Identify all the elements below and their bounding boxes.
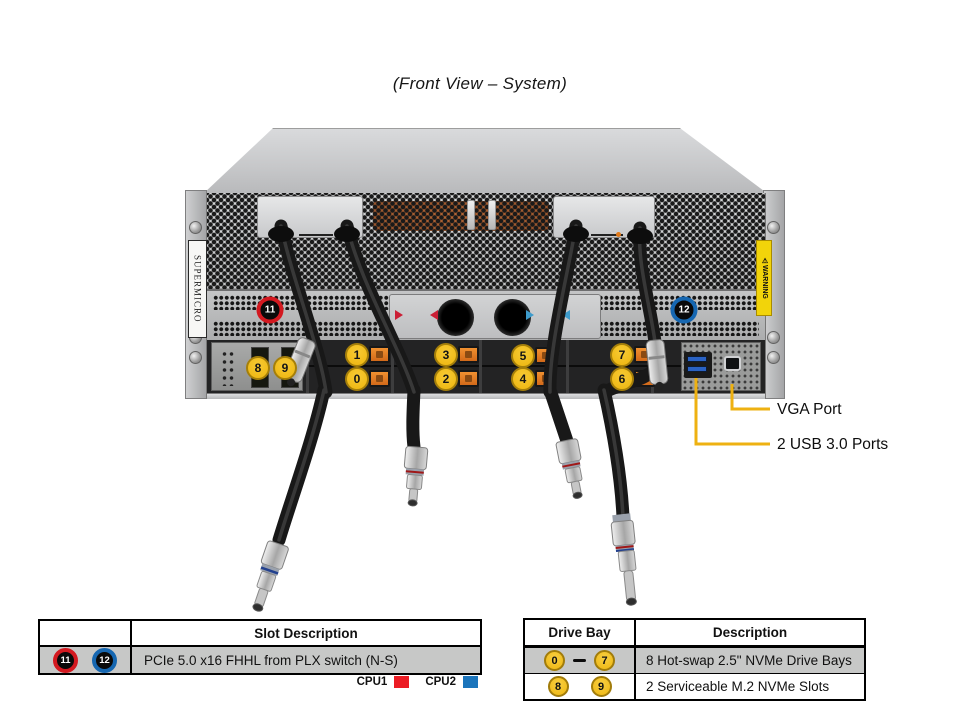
screw-icon [767,221,780,234]
drive-tray-latch [369,370,390,387]
slot-description-table: Slot Description 11 12 PCIe 5.0 x16 FHHL … [38,619,482,675]
status-leds [221,350,235,386]
screw-icon [767,351,780,364]
bay-divider [391,340,394,393]
vga-port [724,356,741,371]
quick-disconnect-coupling [610,513,637,606]
slot-table-header-row: Slot Description [40,621,480,647]
tray-divider [303,365,681,367]
drive-tray-latch [369,346,390,363]
bay-badge-4: 4 [511,367,535,391]
blue-arrow-icon [562,310,570,320]
warning-sticker: ⚠WARNING [756,240,772,316]
bay-divider [306,340,309,393]
fan-opening [437,299,474,336]
bay-badge-7: 7 [610,343,634,367]
quick-disconnect-coupling [555,438,583,499]
screw-icon [189,351,202,364]
legend-label: CPU1 [356,676,388,688]
blue-arrow-icon [526,310,534,320]
fan-module [389,294,601,339]
drive-tray-latch [458,346,479,363]
slot-table-empty-header [40,621,130,645]
latch-tab [467,200,475,230]
usb-port [687,366,707,372]
bay-badge-2: 2 [434,367,458,391]
legend-label: CPU2 [425,676,456,688]
cooling-module-left [257,196,363,238]
bay-badge-8: 8 [246,356,270,380]
airflow-arrow [299,234,333,236]
figure-title: (Front View – System) [392,74,568,93]
drive-table-description: 8 Hot-swap 2.5" NVMe Drive Bays [634,648,864,673]
chassis-bottom-rail [207,393,765,399]
vga-port-label: VGA Port [777,401,842,418]
legend-swatch [394,676,410,688]
table-slot-badge-11: 11 [53,647,78,673]
cpu-legend: CPU1 CPU2 [38,676,478,688]
drive-bay-header: Drive Bay [548,625,611,640]
description-header: Description [634,620,864,645]
bay-badge-3: 3 [434,343,458,367]
drive-tray-latch [634,346,655,363]
drive-table-header-row: Drive Bay Description [525,620,864,648]
drive-tray-latch [535,370,556,387]
bay-badge-0: 0 [345,367,369,391]
drive-tray-latch [458,370,479,387]
slot-badge-12: 12 [670,296,698,324]
drive-bay-badge-8: 8 [547,676,569,697]
chassis-top-cover [203,128,768,194]
screw-icon [767,331,780,344]
usb-port [687,356,707,362]
usb-ports-label: 2 USB 3.0 Ports [777,436,889,453]
bay-badge-1: 1 [345,343,369,367]
io-panel [681,342,761,391]
latch-tab [488,200,496,230]
bay-badge-5: 5 [511,344,535,368]
slot-table-row: 11 12 PCIe 5.0 x16 FHHL from PLX switch (… [40,647,480,673]
bay-badge-9: 9 [273,356,297,380]
drive-tray-latch [535,347,556,364]
slot-description-header: Slot Description [130,621,480,645]
airflow-arrow [591,234,623,236]
supermicro-logo: SUPERMICRO [188,240,207,338]
screw-icon [189,221,202,234]
indicator-dot [616,232,621,237]
cooling-module-right [553,196,655,238]
drive-bay-badge-0: 0 [544,650,565,671]
drive-tray-latch [634,370,655,387]
slot-badge-cell: 11 12 [40,647,130,673]
red-arrow-icon [395,310,403,320]
bay-badge-6: 6 [610,367,634,391]
quick-disconnect-coupling [252,540,289,612]
bay-divider [566,340,569,393]
front-mesh-panel [207,193,765,289]
slot-description-cell: PCIe 5.0 x16 FHHL from PLX switch (N-S) [130,647,480,673]
legend-swatch [463,676,478,688]
table-slot-badge-12: 12 [92,647,117,673]
slot-badge-11: 11 [256,296,284,324]
drive-bay-badge-7: 7 [594,650,615,671]
fan-opening [494,299,531,336]
quick-disconnect-coupling [403,445,429,507]
range-dash [573,658,586,663]
drive-table-description: 2 Serviceable M.2 NVMe Slots [634,674,864,699]
drive-bay-badge-9: 9 [590,676,612,697]
bay-divider [479,340,482,393]
red-arrow-icon [430,310,438,320]
